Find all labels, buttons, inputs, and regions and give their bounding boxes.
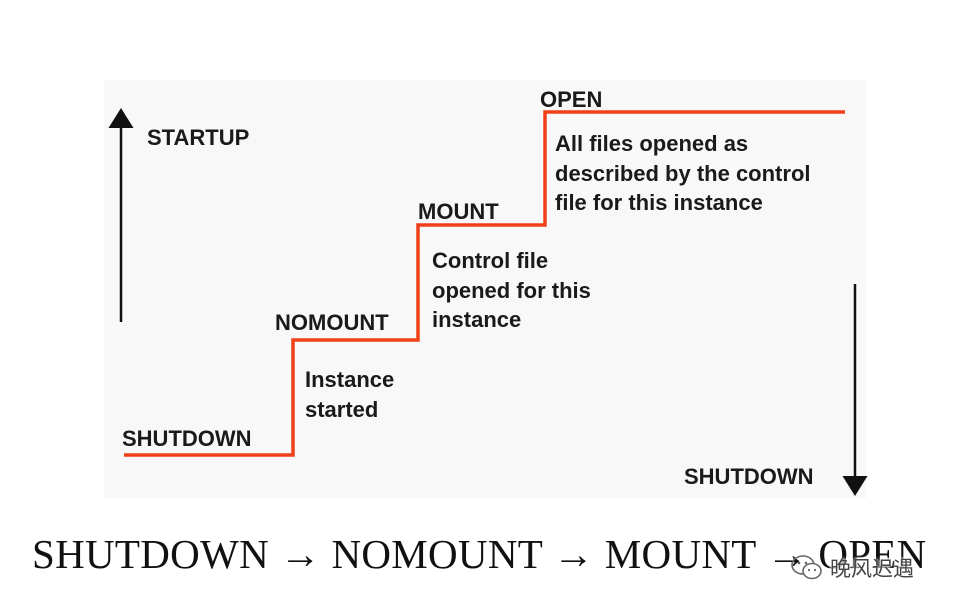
wechat-icon bbox=[791, 555, 822, 580]
watermark: 晚风迟遇 bbox=[790, 553, 914, 583]
state-label-shutdown: SHUTDOWN bbox=[122, 426, 252, 451]
caption-state-open: OPEN bbox=[818, 531, 927, 577]
caption-separator: → bbox=[766, 531, 808, 577]
mount-description: Control file opened for this instance bbox=[432, 248, 591, 332]
shutdown-arrow-label: SHUTDOWN bbox=[684, 464, 814, 489]
state-label-nomount: NOMOUNT bbox=[275, 310, 389, 335]
caption-state-nomount: NOMOUNT bbox=[331, 531, 543, 577]
watermark-text: 晚风迟遇 bbox=[830, 557, 914, 581]
caption-separator: → bbox=[279, 531, 321, 577]
state-sequence-caption: SHUTDOWN → NOMOUNT → MOUNT → OPEN bbox=[32, 530, 927, 578]
state-label-open: OPEN bbox=[540, 87, 603, 112]
open-description: All files opened as described by the con… bbox=[555, 131, 811, 215]
caption-separator: → bbox=[552, 531, 595, 577]
diagram-panel bbox=[104, 80, 866, 498]
caption-state-mount: MOUNT bbox=[604, 531, 756, 577]
nomount-description: Instance started bbox=[305, 367, 395, 422]
state-staircase-line bbox=[124, 110, 845, 457]
startup-arrow-label: STARTUP bbox=[147, 125, 250, 150]
state-label-mount: MOUNT bbox=[418, 199, 499, 224]
caption-state-shutdown: SHUTDOWN bbox=[32, 531, 269, 577]
